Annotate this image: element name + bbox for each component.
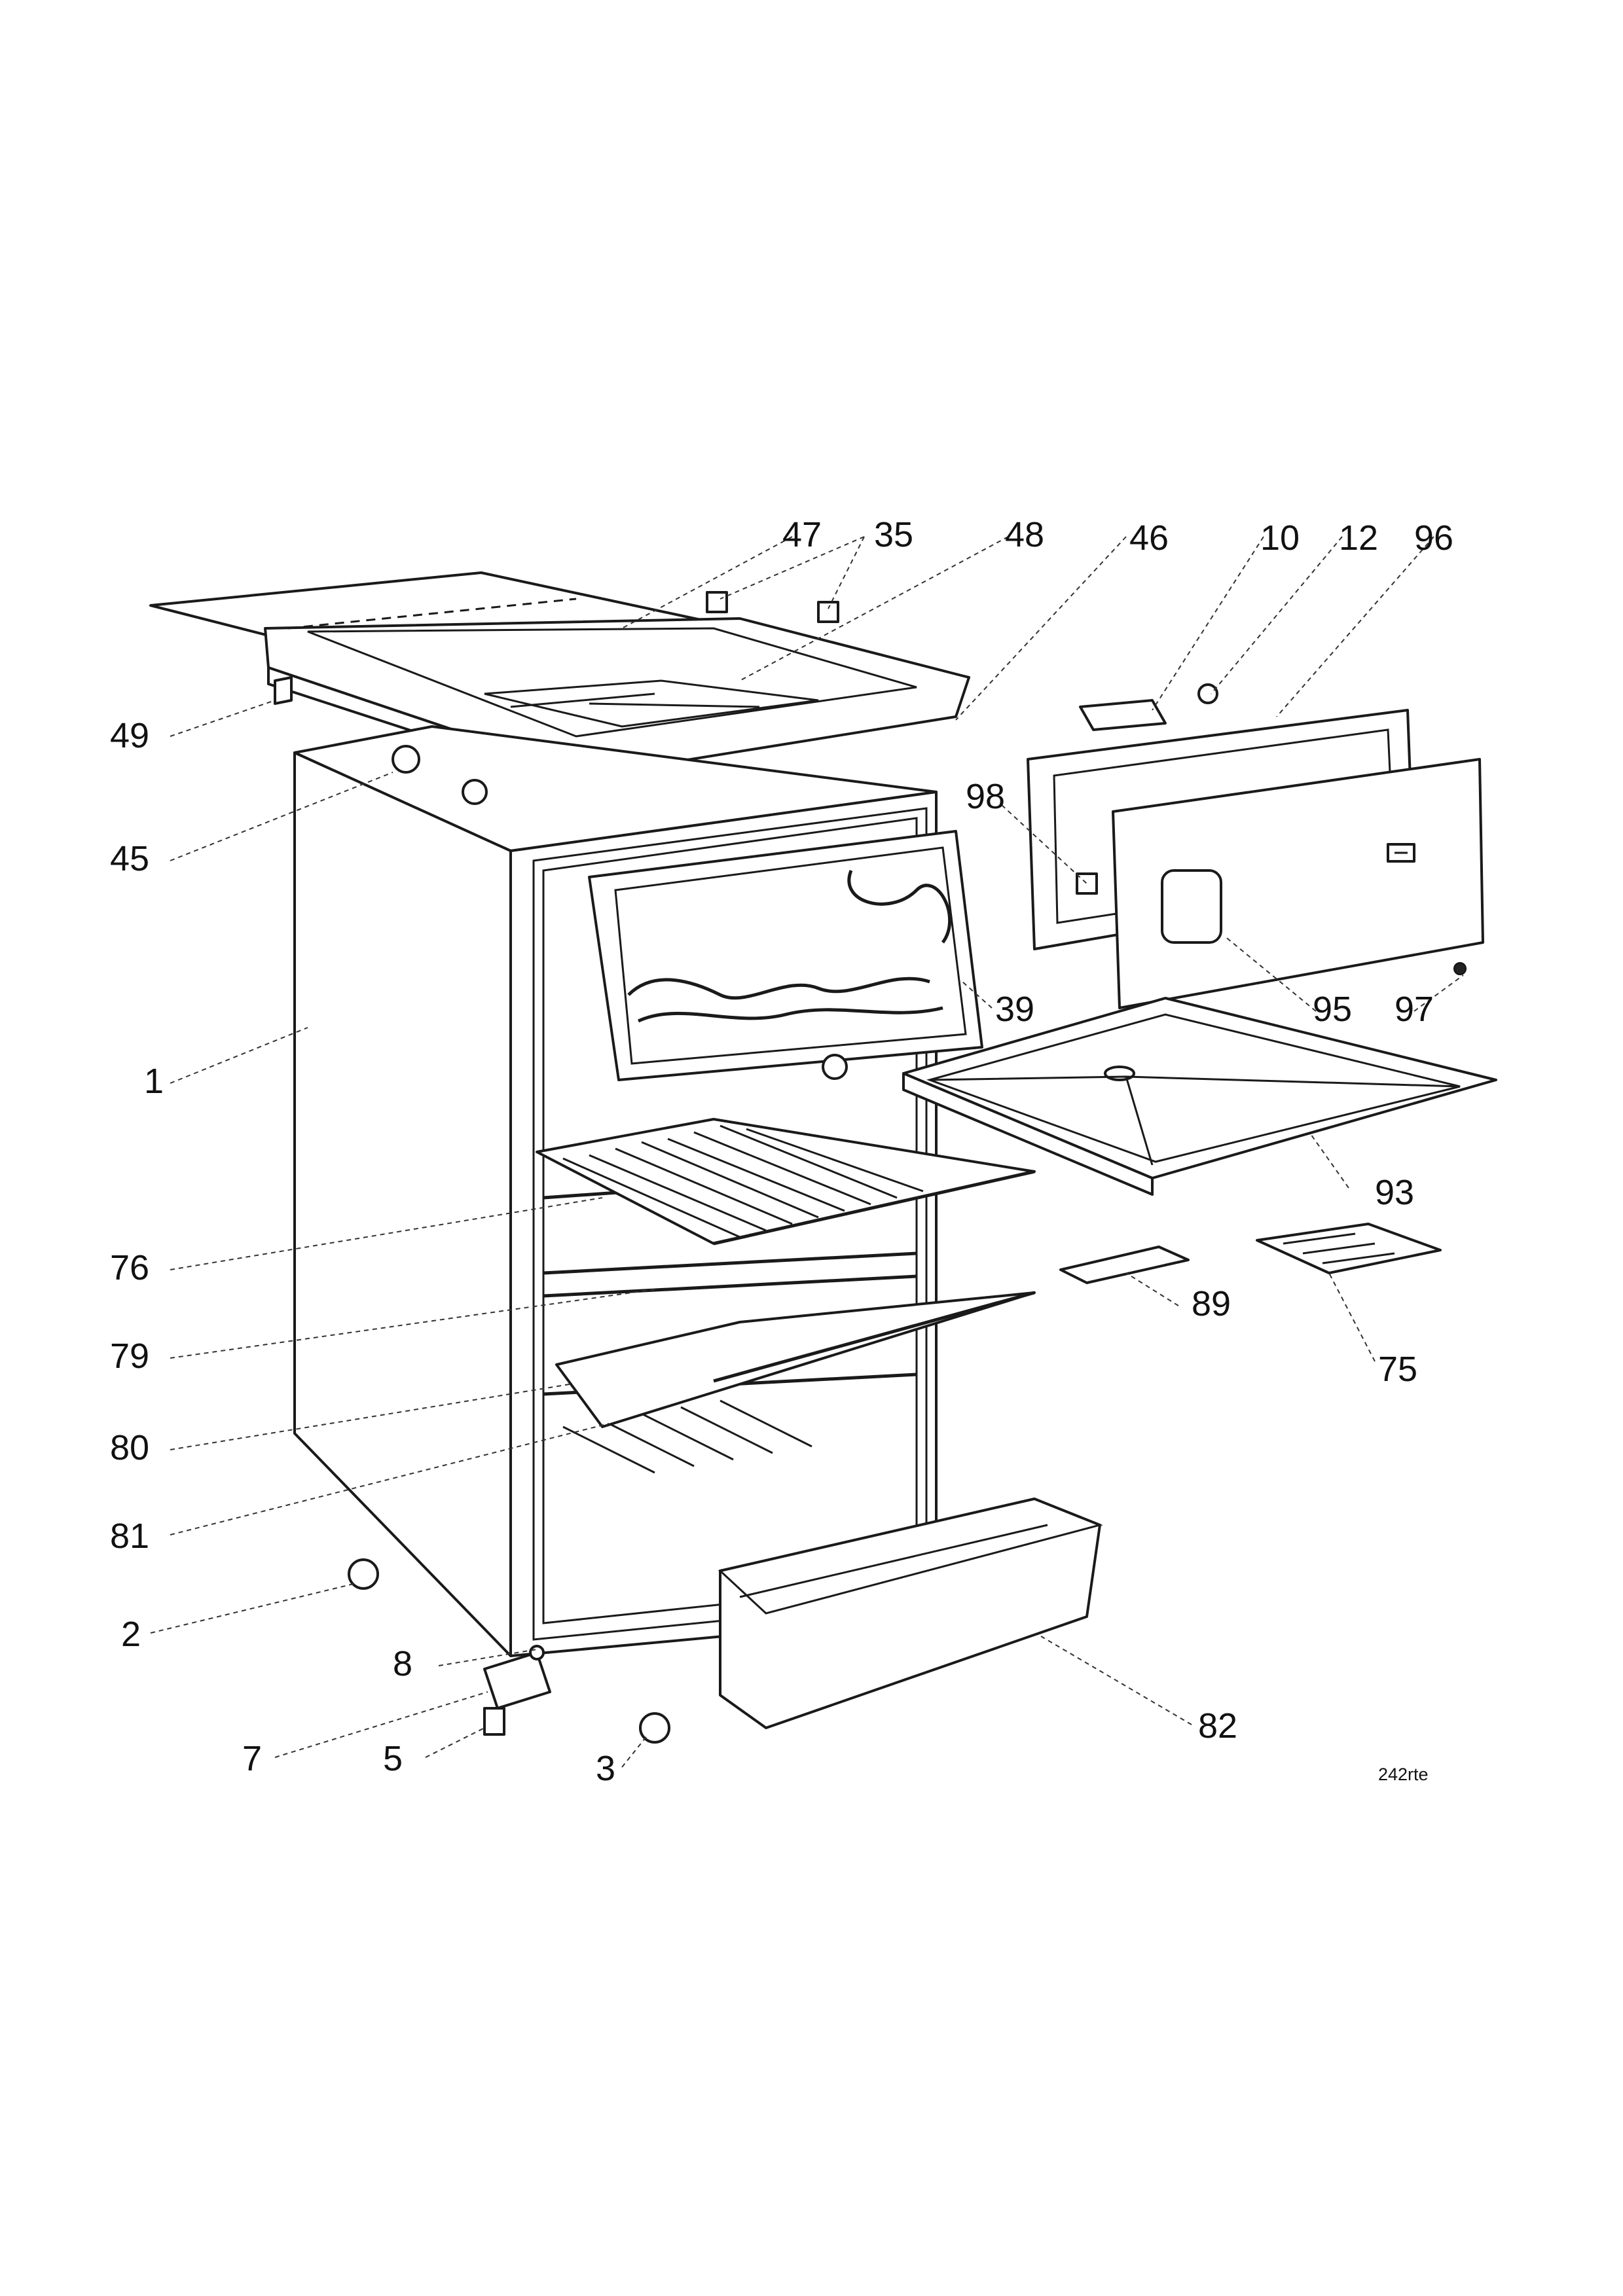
label-8: 8: [393, 1644, 412, 1683]
label-1: 1: [144, 1062, 164, 1101]
label-7: 7: [242, 1739, 262, 1778]
label-12: 12: [1339, 518, 1378, 558]
ice-tray-part: [1256, 1223, 1442, 1274]
shelf-support-part: [1059, 1246, 1190, 1284]
label-76: 76: [110, 1248, 149, 1287]
label-95: 95: [1313, 990, 1352, 1029]
label-2: 2: [121, 1615, 141, 1654]
label-46: 46: [1129, 518, 1169, 558]
label-81: 81: [110, 1516, 149, 1556]
crisper-drawer-part: [718, 1498, 1103, 1729]
label-80: 80: [110, 1428, 149, 1467]
label-47: 47: [782, 515, 822, 554]
leader-lines: [150, 536, 1464, 1768]
label-5: 5: [383, 1739, 403, 1778]
label-75: 75: [1378, 1350, 1417, 1389]
label-48: 48: [1005, 515, 1044, 554]
wire-shelf-part: [536, 1118, 1036, 1246]
drip-tray-part: [902, 997, 1497, 1196]
label-79: 79: [110, 1336, 149, 1376]
label-97: 97: [1395, 990, 1434, 1029]
label-3: 3: [596, 1749, 615, 1788]
drawing-code: 242rte: [1378, 1765, 1429, 1784]
small-fittings: [274, 591, 839, 1744]
label-89: 89: [1192, 1284, 1231, 1323]
door-part: [1027, 683, 1484, 1009]
label-39: 39: [995, 990, 1034, 1029]
label-98: 98: [966, 777, 1005, 816]
label-82: 82: [1198, 1706, 1237, 1746]
label-93: 93: [1375, 1173, 1414, 1212]
part-labels: 47 35 48 46 10 12 96 49 45 98 39 95 97 1…: [110, 515, 1453, 1788]
glass-shelf-part: [543, 1251, 1036, 1428]
label-96: 96: [1414, 518, 1453, 558]
label-35: 35: [874, 515, 913, 554]
label-45: 45: [110, 839, 149, 878]
label-49: 49: [110, 716, 149, 755]
label-10: 10: [1260, 518, 1300, 558]
